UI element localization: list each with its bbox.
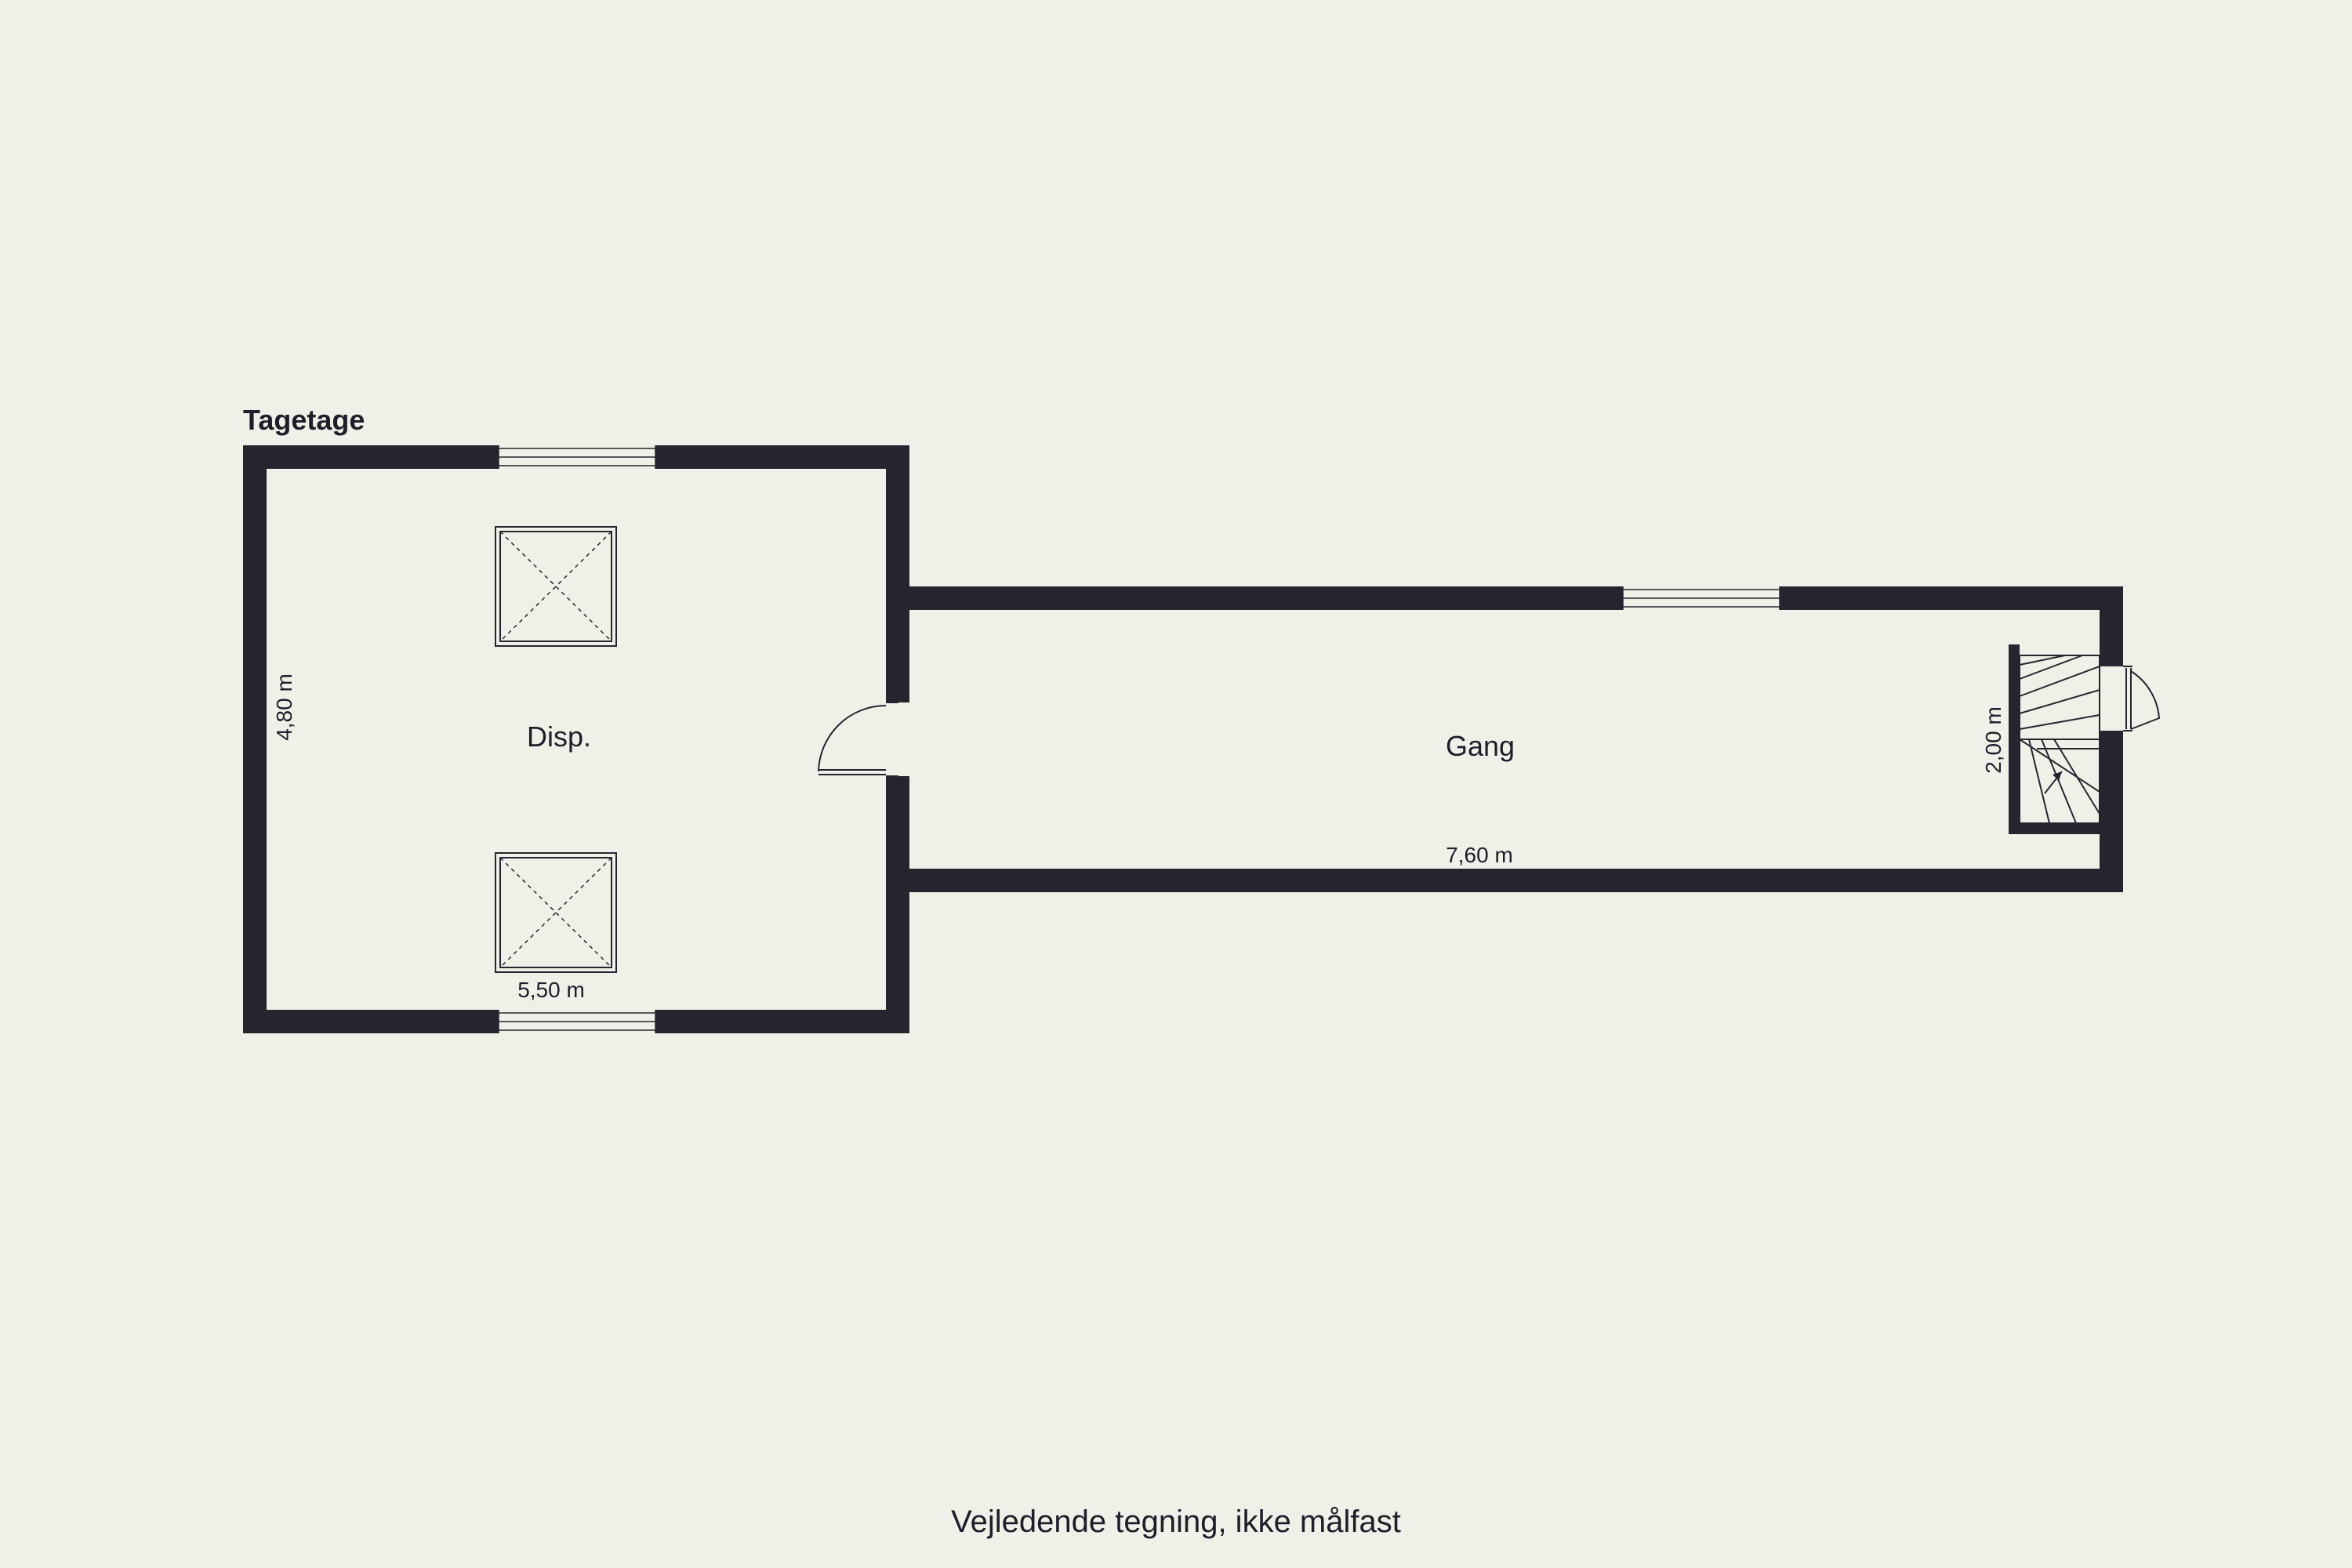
- dimension-gang-length: 7,60 m: [1446, 843, 1513, 867]
- dimension-disp-width: 5,50 m: [517, 978, 585, 1002]
- floor-title: Tagetage: [243, 404, 365, 436]
- staircase: [2019, 655, 2100, 824]
- skylight-bottom: [495, 852, 617, 973]
- dimension-disp-height: 4,80 m: [272, 673, 296, 741]
- gang-room-walls: [909, 586, 2123, 892]
- door-exterior: [2123, 666, 2161, 731]
- window-disp-top: [498, 445, 656, 469]
- room-name-gang: Gang: [1446, 730, 1515, 762]
- door-disp-gang: [818, 702, 898, 777]
- window-disp-bottom: [498, 1010, 656, 1033]
- window-gang-top: [1622, 586, 1780, 610]
- room-name-disp: Disp.: [527, 720, 591, 753]
- disclaimer: Vejledende tegning, ikke målfast: [951, 1504, 1401, 1539]
- skylight-top: [495, 526, 617, 647]
- dimension-stair-width: 2,00 m: [1981, 706, 2005, 774]
